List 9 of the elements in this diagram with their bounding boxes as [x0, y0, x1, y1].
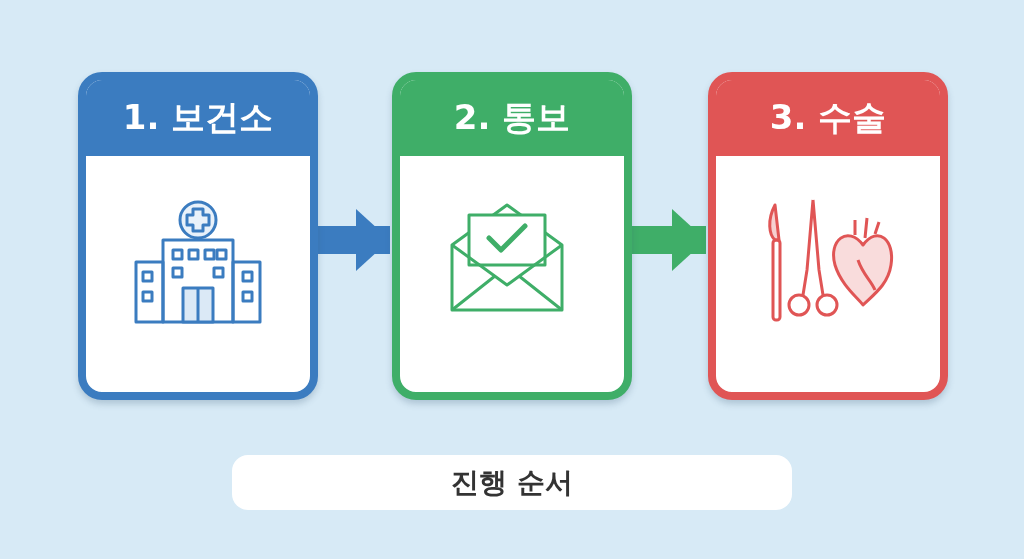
label-pill: 진행 순서 — [232, 455, 792, 510]
arrow — [318, 209, 390, 271]
card-header: 2. 통보 — [400, 80, 624, 156]
card-header: 3. 수술 — [716, 80, 940, 156]
step-card — [78, 72, 318, 400]
step-card — [392, 72, 632, 400]
arrow — [632, 209, 706, 271]
card-header: 1. 보건소 — [86, 80, 310, 156]
step-card — [708, 72, 948, 400]
